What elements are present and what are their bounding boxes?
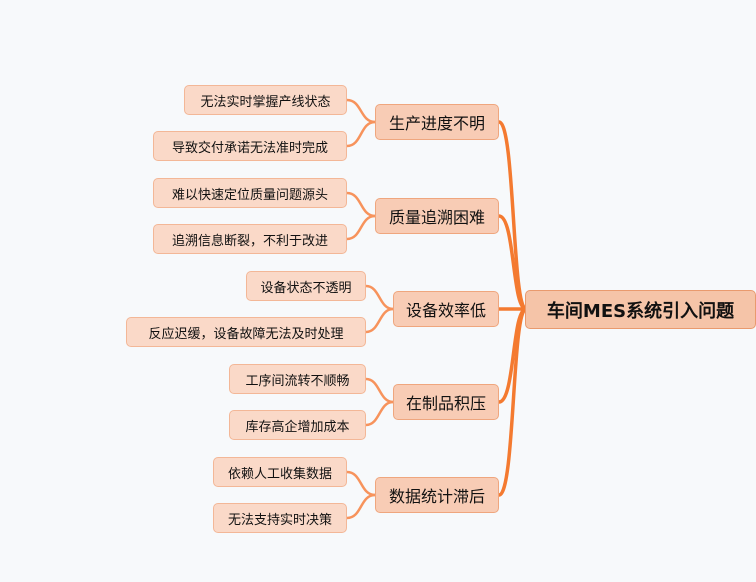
- leaf-node[interactable]: 难以快速定位质量问题源头: [153, 178, 347, 208]
- leaf-label: 依赖人工收集数据: [227, 466, 332, 482]
- leaf-label: 追溯信息断裂，不利于改进: [171, 233, 328, 249]
- leaf-node[interactable]: 导致交付承诺无法准时完成: [153, 131, 347, 161]
- leaf-label: 导致交付承诺无法准时完成: [171, 140, 328, 156]
- branch-label: 质量追溯困难: [388, 208, 485, 227]
- leaf-node[interactable]: 无法实时掌握产线状态: [184, 85, 347, 115]
- branch-label: 设备效率低: [405, 301, 486, 320]
- leaf-label: 难以快速定位质量问题源头: [171, 187, 328, 203]
- leaf-label: 无法实时掌握产线状态: [200, 94, 331, 110]
- leaf-node[interactable]: 无法支持实时决策: [213, 503, 347, 533]
- leaf-label: 无法支持实时决策: [227, 512, 332, 528]
- leaf-node[interactable]: 库存高企增加成本: [229, 410, 366, 440]
- branch-label: 数据统计滞后: [388, 487, 485, 506]
- root-label: 车间MES系统引入问题: [546, 300, 735, 322]
- branch-node-wip-backlog[interactable]: 在制品积压: [393, 384, 499, 420]
- leaf-label: 工序间流转不顺畅: [245, 373, 350, 389]
- branch-node-equipment-efficiency[interactable]: 设备效率低: [393, 291, 499, 327]
- connector-root-branch-1: [497, 120, 528, 311]
- leaf-node[interactable]: 追溯信息断裂，不利于改进: [153, 224, 347, 254]
- branch-node-quality-trace[interactable]: 质量追溯困难: [375, 198, 499, 234]
- branch-label: 在制品积压: [405, 394, 486, 413]
- leaf-node[interactable]: 反应迟缓，设备故障无法及时处理: [126, 317, 366, 347]
- branch-label: 生产进度不明: [388, 114, 485, 133]
- leaf-node[interactable]: 依赖人工收集数据: [213, 457, 347, 487]
- root-node[interactable]: 车间MES系统引入问题: [525, 290, 756, 329]
- branch-node-production-progress[interactable]: 生产进度不明: [375, 104, 499, 140]
- leaf-label: 设备状态不透明: [260, 280, 352, 296]
- leaf-node[interactable]: 工序间流转不顺畅: [229, 364, 366, 394]
- leaf-label: 库存高企增加成本: [245, 419, 350, 435]
- branch-node-data-lag[interactable]: 数据统计滞后: [375, 477, 499, 513]
- connector-root-branch-5: [497, 307, 528, 497]
- leaf-node[interactable]: 设备状态不透明: [246, 271, 366, 301]
- leaf-label: 反应迟缓，设备故障无法及时处理: [148, 326, 344, 342]
- connector-root-branch-2: [497, 214, 528, 311]
